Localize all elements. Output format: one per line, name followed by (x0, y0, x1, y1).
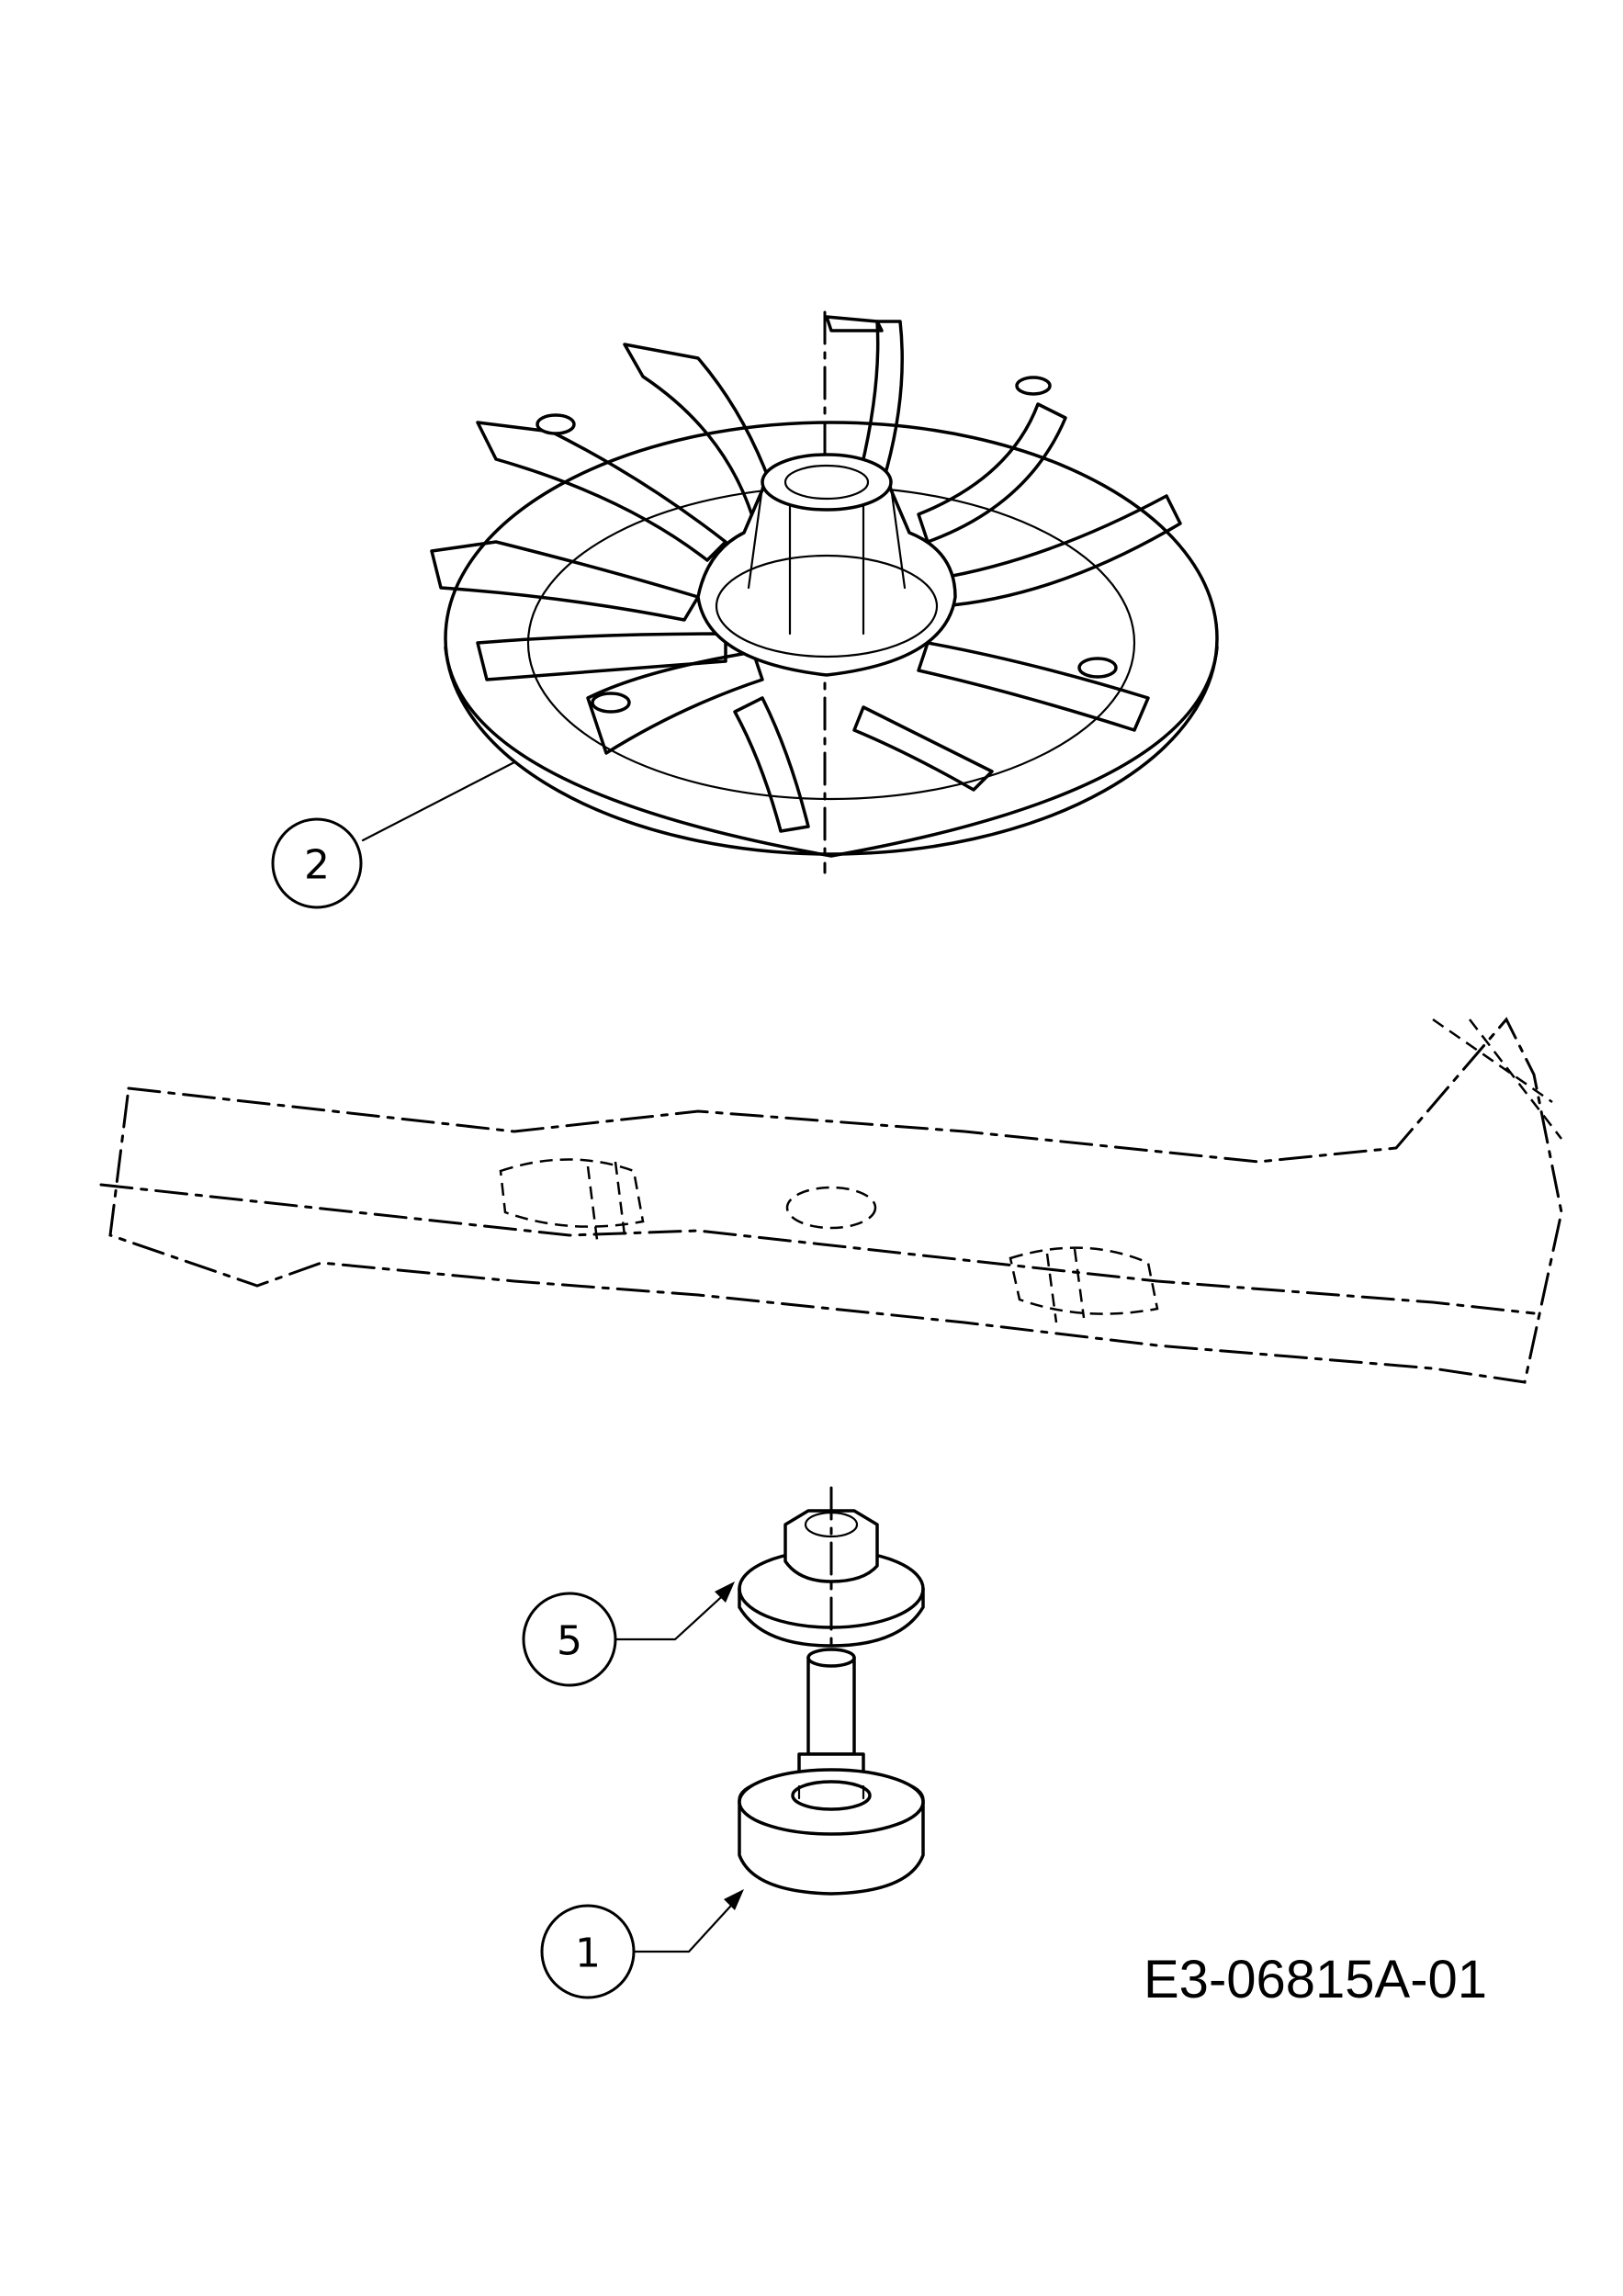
callout-1: 1 (540, 1889, 744, 1999)
blade-adapter-spindle (738, 1648, 925, 1896)
fan-impeller (430, 310, 1219, 874)
callout-2-label: 2 (304, 842, 330, 889)
mower-blade (99, 1017, 1563, 1384)
fan-bosses (535, 376, 1118, 714)
fan-hub (696, 453, 957, 677)
callout-5: 5 (522, 1581, 735, 1687)
callout-2: 2 (271, 760, 516, 909)
drawing-number: E3-06815A-01 (1144, 1950, 1487, 2009)
bolt-washer (738, 1486, 925, 1683)
fan-fins (430, 315, 1182, 833)
callout-5-label: 5 (557, 1618, 582, 1665)
callout-1-label: 1 (575, 1930, 601, 1977)
